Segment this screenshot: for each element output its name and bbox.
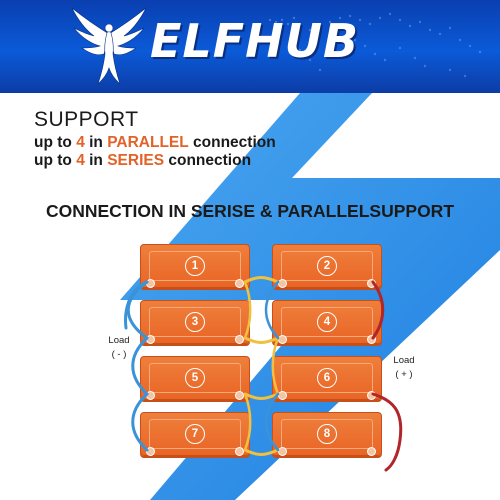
terminal-icon xyxy=(146,279,155,288)
battery-5: 5 xyxy=(140,356,250,400)
battery-6: 6 xyxy=(272,356,382,400)
world-map-pattern xyxy=(268,12,482,78)
battery-number: 1 xyxy=(185,256,205,276)
battery-1: 1 xyxy=(140,244,250,288)
load-positive-label: Load ( + ) xyxy=(386,354,422,382)
parallel-mid: in xyxy=(84,134,108,151)
battery-number: 2 xyxy=(317,256,337,276)
terminal-icon xyxy=(235,447,244,456)
terminal-icon xyxy=(235,391,244,400)
terminal-icon xyxy=(367,335,376,344)
battery-number: 8 xyxy=(317,424,337,444)
battery-8: 8 xyxy=(272,412,382,456)
connection-diagram-title: CONNECTION IN SERISE & PARALLELSUPPORT xyxy=(45,201,455,221)
terminal-icon xyxy=(278,335,287,344)
parallel-support-line: up to 4 in PARALLEL connection xyxy=(34,134,276,152)
battery-4: 4 xyxy=(272,300,382,344)
battery-number: 4 xyxy=(317,312,337,332)
series-mid: in xyxy=(84,152,108,169)
load-positive-sign: ( + ) xyxy=(395,369,413,380)
load-positive-word: Load xyxy=(393,355,415,366)
series-suffix: connection xyxy=(164,152,252,169)
series-count: 4 xyxy=(76,152,85,169)
terminal-icon xyxy=(146,447,155,456)
battery-number: 6 xyxy=(317,368,337,388)
battery-2: 2 xyxy=(272,244,382,288)
terminal-icon xyxy=(278,279,287,288)
battery-number: 7 xyxy=(185,424,205,444)
load-negative-word: Load xyxy=(108,335,130,346)
terminal-icon xyxy=(367,279,376,288)
terminal-icon xyxy=(367,447,376,456)
series-support-line: up to 4 in SERIES connection xyxy=(34,152,251,170)
battery-number: 5 xyxy=(185,368,205,388)
parallel-word: PARALLEL xyxy=(107,134,189,151)
terminal-icon xyxy=(146,335,155,344)
load-negative-sign: ( - ) xyxy=(111,349,127,360)
series-prefix: up to xyxy=(34,152,77,169)
battery-3: 3 xyxy=(140,300,250,344)
load-negative-label: Load ( - ) xyxy=(101,334,137,362)
terminal-icon xyxy=(278,391,287,400)
brand-name: ELFHUB xyxy=(150,14,360,68)
phoenix-logo-icon xyxy=(71,7,147,85)
parallel-count: 4 xyxy=(76,134,85,151)
terminal-icon xyxy=(146,391,155,400)
terminal-icon xyxy=(278,447,287,456)
terminal-icon xyxy=(235,335,244,344)
battery-7: 7 xyxy=(140,412,250,456)
terminal-icon xyxy=(367,391,376,400)
series-word: SERIES xyxy=(107,152,165,169)
brand-banner: ELFHUB xyxy=(0,0,500,93)
parallel-suffix: connection xyxy=(188,134,276,151)
battery-number: 3 xyxy=(185,312,205,332)
terminal-icon xyxy=(235,279,244,288)
parallel-prefix: up to xyxy=(34,134,77,151)
support-title: SUPPORT xyxy=(34,108,139,131)
